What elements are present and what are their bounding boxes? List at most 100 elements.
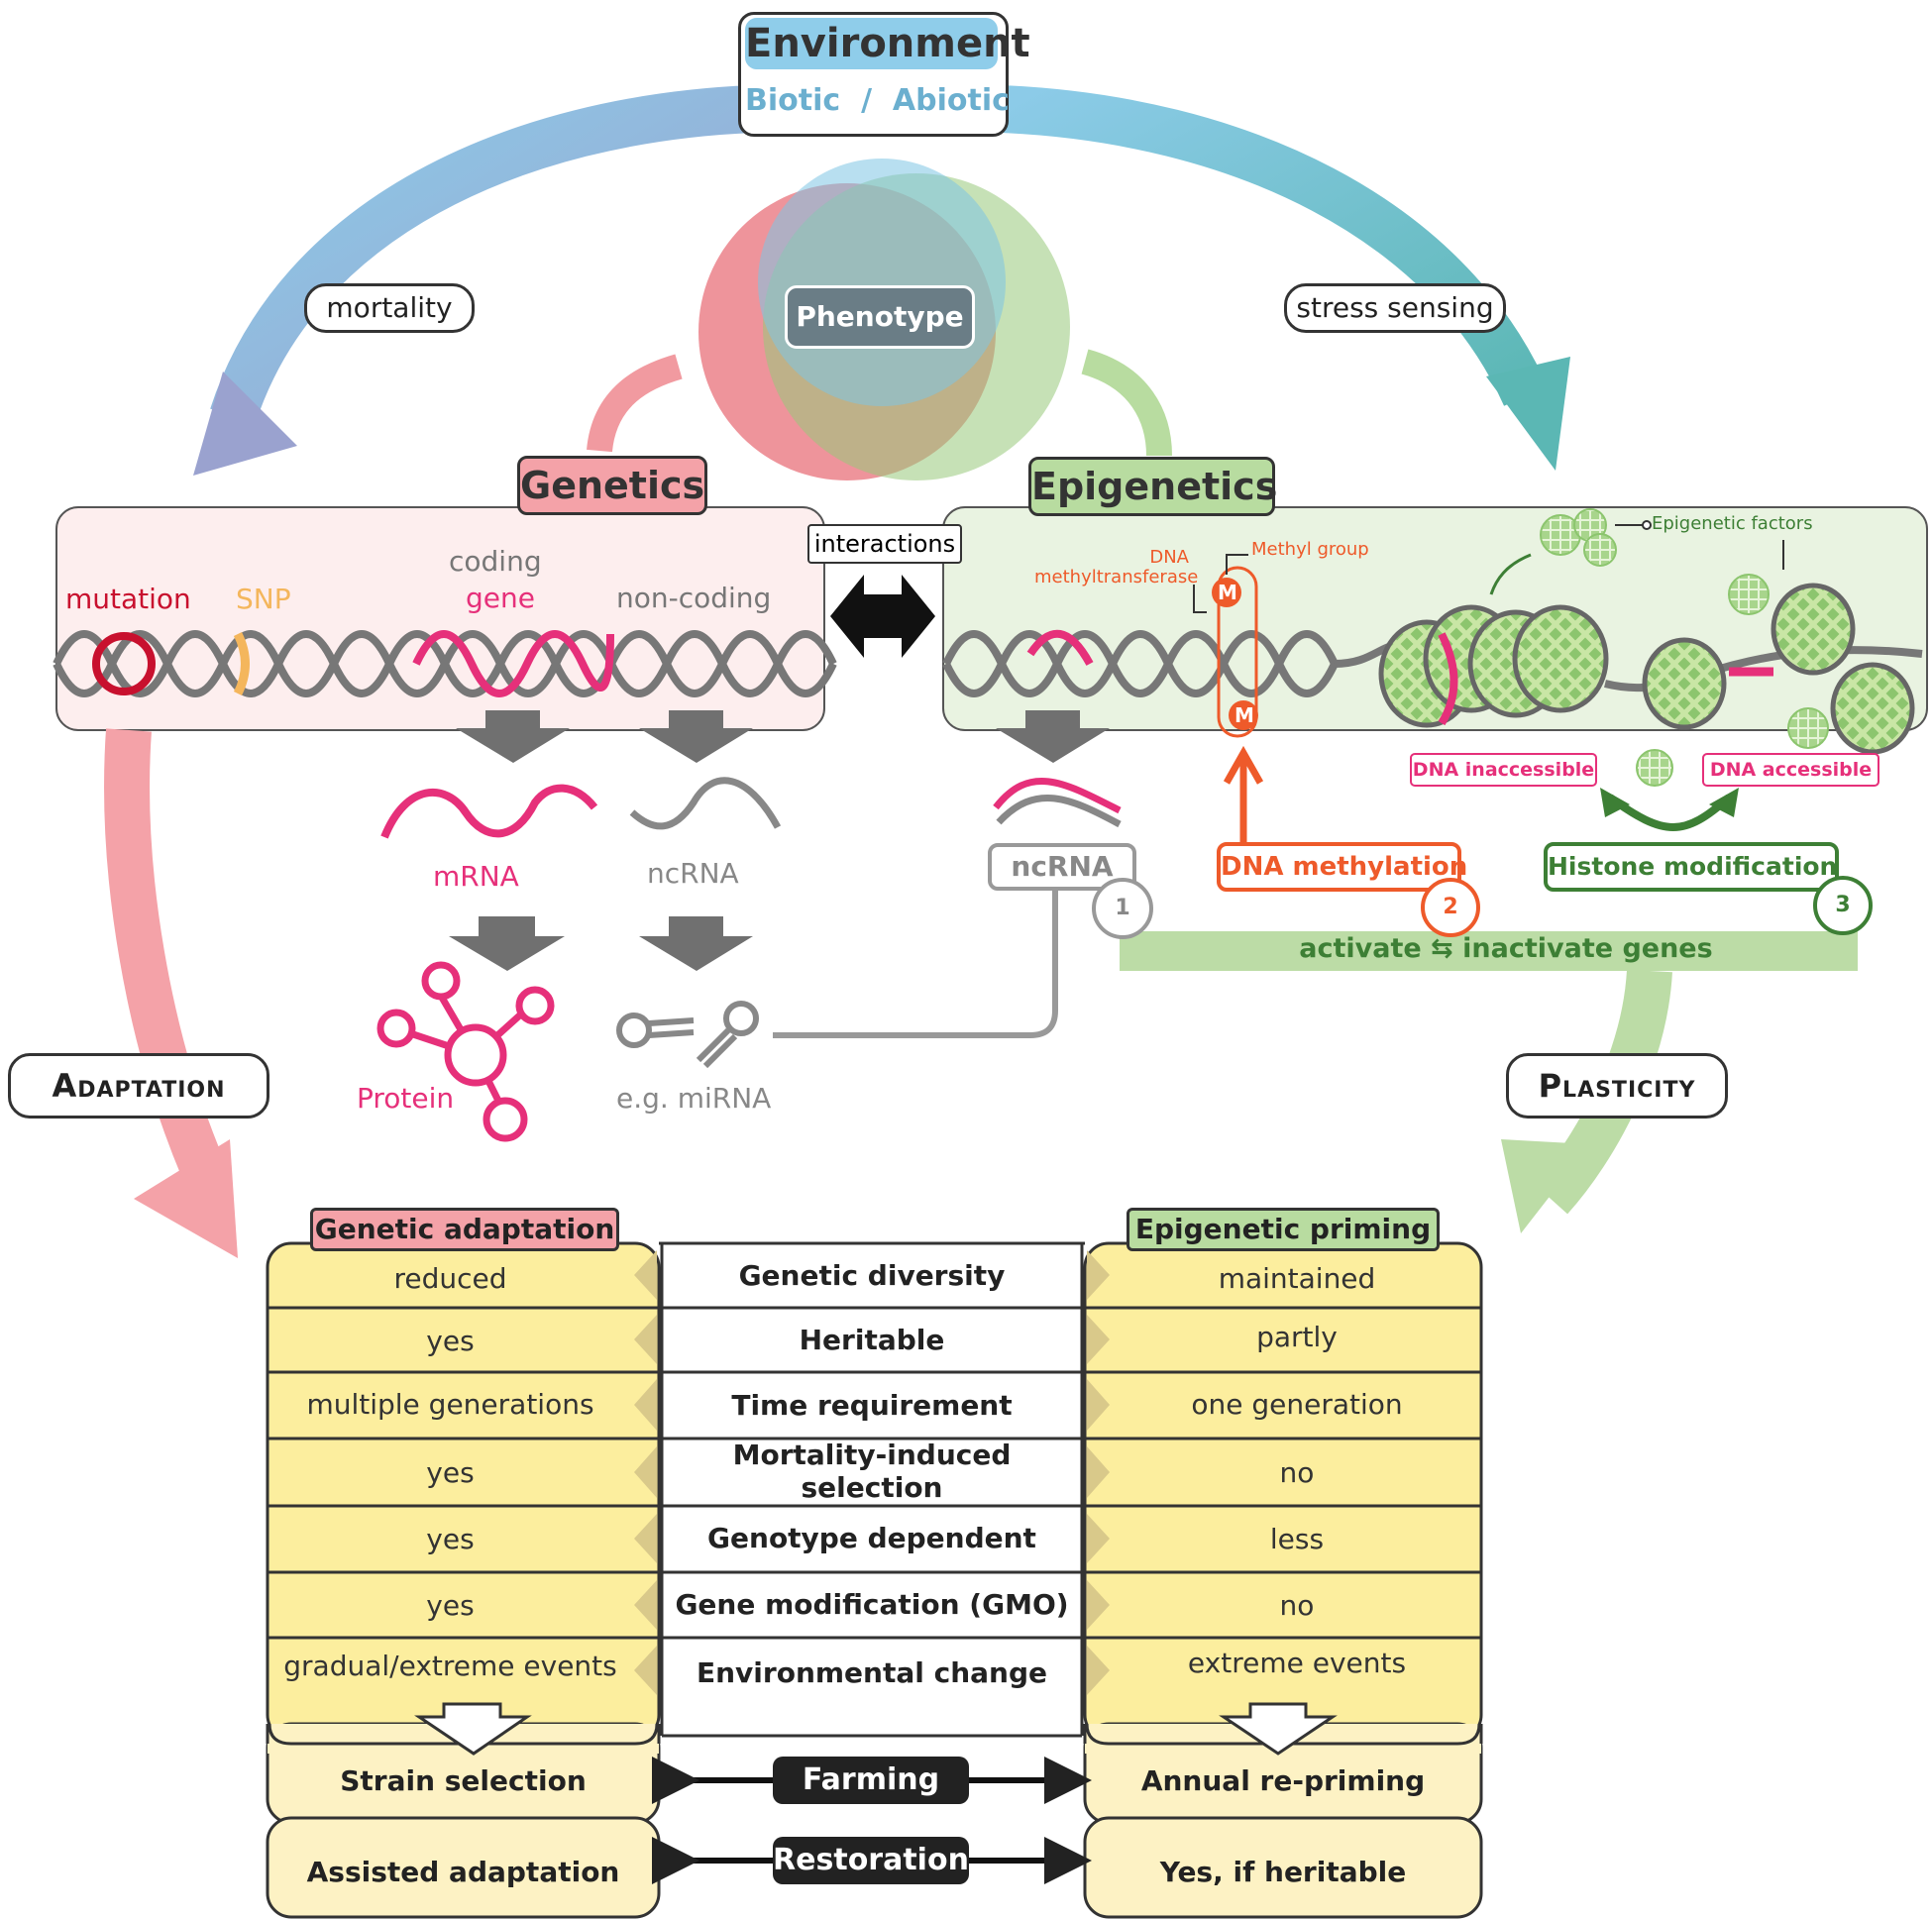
methyl-m-top: [1212, 578, 1241, 607]
methyl-group-leader: [1226, 554, 1248, 575]
row-criterion: Heritable: [799, 1324, 945, 1356]
comparison-table: [266, 1241, 1483, 1919]
mortality-arrow: [193, 85, 755, 476]
nucleosomes-compact: [1378, 604, 1609, 728]
genetics-connector: [587, 354, 683, 453]
epigenetic-factors-label: Epigenetic factors: [1652, 513, 1813, 534]
mortality-label: mortality: [304, 283, 475, 333]
histone-modification-box: Histone modification: [1544, 842, 1839, 892]
outcome-mid-pill: Farming: [773, 1757, 969, 1804]
m-top-label: M: [1218, 581, 1237, 604]
protein-icon: [376, 961, 555, 1142]
interactions-label: interactions: [807, 524, 962, 564]
methyl-m-bottom: [1229, 700, 1258, 730]
activate-inactivate-label: activate ⇆ inactivate genes: [1299, 933, 1713, 964]
activate-band: [1120, 931, 1858, 971]
epi-ncrna-wave-grey: [996, 795, 1122, 828]
methyl-group-label: Methyl group: [1251, 539, 1369, 560]
genetics-dna-helix: [53, 630, 837, 697]
phenotype-label: Phenotype: [785, 285, 975, 349]
dna-methyltransferase-label: DNA methyltransferase: [1034, 547, 1198, 587]
accessibility-arrow-left: [1600, 788, 1630, 817]
dna-accessible-label: DNA accessible: [1702, 753, 1879, 787]
coding-gene-strand: [412, 630, 614, 697]
nucleosomes-open: [1642, 583, 1915, 755]
adaptation-arrow: [104, 728, 238, 1258]
num3-badge: 3: [1813, 876, 1873, 935]
outcome-left: Assisted adaptation: [306, 1856, 620, 1888]
sub-separator: /: [861, 83, 873, 118]
dna-inaccessible-label: DNA inaccessible: [1410, 753, 1597, 787]
accessibility-arrow-right: [1709, 788, 1739, 817]
outcome-right: Yes, if heritable: [1159, 1856, 1407, 1888]
row-criterion: Gene modification (GMO): [675, 1587, 1069, 1621]
row-criterion: Genotype dependent: [707, 1522, 1036, 1554]
genetic-adaptation-header: Genetic adaptation: [310, 1208, 619, 1251]
adaptation-label: Adaptation: [8, 1053, 269, 1119]
epi-ncrna-wave: [993, 778, 1122, 814]
row-left-value: multiple generations: [306, 1388, 594, 1421]
row-right-value: one generation: [1191, 1388, 1403, 1421]
environment-title: Environment: [745, 18, 1030, 69]
non-coding-label: non-coding: [616, 582, 772, 614]
protein-label: Protein: [357, 1082, 455, 1115]
epigenetic-factors: [1540, 508, 1829, 787]
right-down-arrow: [1219, 1702, 1338, 1756]
left-down-arrow: [414, 1702, 532, 1756]
dna-methyltransferase-line1: DNA: [1149, 547, 1189, 568]
num2-badge: 2: [1421, 878, 1480, 937]
outcome-right: Annual re-priming: [1140, 1764, 1426, 1797]
row-right-value: partly: [1256, 1321, 1338, 1353]
biotic-label: Biotic: [745, 83, 841, 118]
gene-label: gene: [466, 582, 535, 614]
row-left-value: yes: [426, 1588, 475, 1622]
genetics-title: Genetics: [517, 456, 707, 515]
row-right-value: no: [1279, 1588, 1315, 1622]
abiotic-label: Abiotic: [892, 83, 1010, 118]
factor-curve-arrow: [1489, 553, 1532, 595]
outcome-left: Strain selection: [340, 1764, 587, 1797]
row-criterion: Genetic diversity: [738, 1259, 1006, 1292]
row-right-value: extreme events: [1187, 1646, 1407, 1679]
row-left-value: yes: [426, 1325, 475, 1357]
methyl-capsule: [1217, 566, 1258, 738]
coding-label: coding: [449, 545, 542, 578]
accessibility-arrow: [1607, 794, 1732, 831]
epigenetics-title: Epigenetics: [1028, 457, 1277, 516]
ncrna-label: ncRNA: [647, 857, 739, 890]
ncrna-feedback-line: [773, 882, 1058, 1038]
stress-sensing-label: stress sensing: [1284, 283, 1506, 333]
methylation-up-arrow-head: [1223, 745, 1264, 785]
dna-methylation-box: DNA methylation: [1217, 842, 1467, 892]
outcome-mid-pill: Restoration: [773, 1837, 969, 1884]
row-left-value: yes: [426, 1523, 475, 1555]
row-right-value: no: [1279, 1455, 1315, 1489]
row-right-value: less: [1269, 1523, 1325, 1555]
row-criterion: Environmental change: [696, 1655, 1047, 1689]
environment-subtitle: Biotic / Abiotic: [745, 83, 1010, 118]
epi-gene-strand: [1026, 630, 1094, 666]
plasticity-label: Plasticity: [1506, 1053, 1728, 1119]
methyltransferase-leader: [1193, 585, 1207, 613]
mrna-label: mRNA: [433, 860, 519, 893]
genetics-panel: [55, 506, 825, 731]
row-criterion: Time requirement: [731, 1389, 1013, 1422]
mutation-marker: [92, 632, 156, 695]
row-left-value: yes: [426, 1455, 475, 1489]
snp-marker: [233, 631, 250, 696]
ncrna-wave: [629, 777, 782, 830]
mrna-wave: [380, 784, 598, 839]
interactions-arrow: [830, 575, 935, 658]
epigenetics-connector: [1081, 349, 1172, 457]
mirna-icon: [616, 1001, 759, 1069]
expression-arrows: [449, 710, 1110, 971]
row-left-value: gradual/extreme events: [283, 1649, 617, 1682]
mirna-label: e.g. miRNA: [616, 1082, 772, 1115]
mutation-label: mutation: [65, 583, 191, 615]
row-criterion: Mortality-induced selection: [732, 1439, 1012, 1504]
snp-label: SNP: [236, 583, 291, 615]
inaccessible-pink: [1438, 632, 1458, 726]
row-left-value: reduced: [393, 1261, 507, 1295]
epigenetic-factors-leader-dot: [1642, 520, 1652, 530]
epigenetic-priming-header: Epigenetic priming: [1127, 1208, 1440, 1251]
